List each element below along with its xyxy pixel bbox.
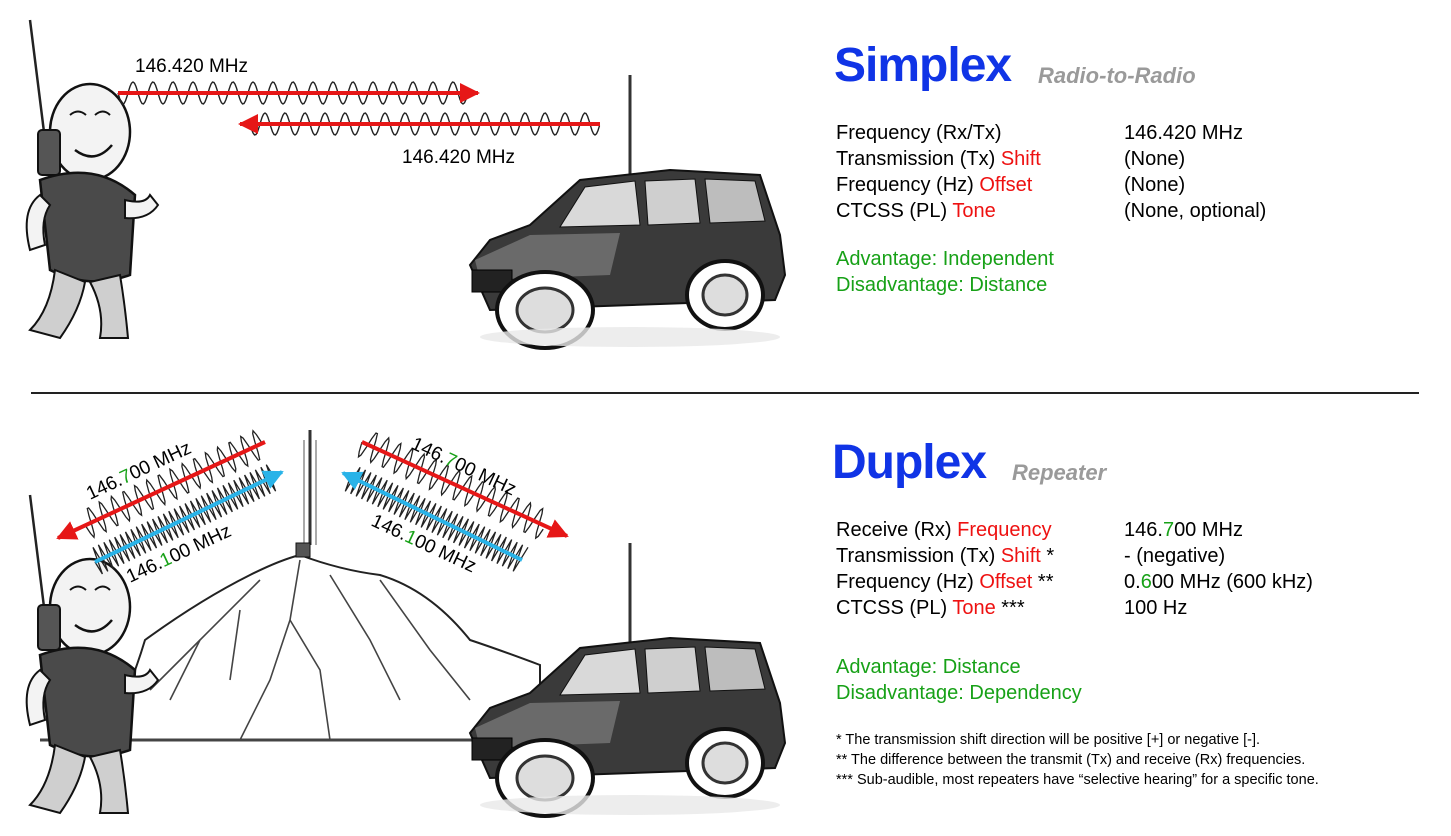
duplex-row: Receive (Rx) Frequency 146.700 MHz xyxy=(836,519,1396,545)
row-value: 146.700 MHz xyxy=(1124,519,1243,541)
arrow-right-blue xyxy=(341,471,523,562)
simplex-title: Simplex xyxy=(834,39,1012,92)
footnote-3: *** Sub-audible, most repeaters have “se… xyxy=(836,772,1319,788)
arrow-left-red xyxy=(56,440,266,540)
footnote-2: ** The difference between the transmit (… xyxy=(836,752,1306,768)
wave-right-blue xyxy=(344,466,529,572)
simplex-row: Frequency (Hz) Offset (None) xyxy=(836,174,1336,200)
simplex-freq-top: 146.420 MHz xyxy=(135,56,248,77)
simplex-advantage: Advantage: Independent xyxy=(836,248,1054,270)
duplex-subtitle: Repeater xyxy=(1012,460,1107,485)
wave-top xyxy=(117,81,470,105)
row-label: CTCSS (PL) Tone xyxy=(836,200,996,222)
row-label: Frequency (Hz) Offset ** xyxy=(836,571,1054,593)
row-label: Frequency (Rx/Tx) xyxy=(836,122,1002,144)
row-value: 146.420 MHz xyxy=(1124,122,1243,144)
row-value: (None, optional) xyxy=(1124,200,1267,222)
mountain-ridges xyxy=(149,559,471,741)
row-label: CTCSS (PL) Tone *** xyxy=(836,597,1025,619)
wave-bottom xyxy=(249,112,601,136)
duplex-row: CTCSS (PL) Tone *** 100 Hz xyxy=(836,597,1396,623)
simplex-subtitle: Radio-to-Radio xyxy=(1038,63,1196,88)
arrow-right-red xyxy=(361,440,569,538)
duplex-row: Transmission (Tx) Shift * - (negative) xyxy=(836,545,1396,571)
row-value: - (negative) xyxy=(1124,545,1226,567)
simplex-row: Frequency (Rx/Tx) 146.420 MHz xyxy=(836,122,1336,148)
row-value: 0.600 MHz (600 kHz) xyxy=(1124,571,1313,593)
arrow-left-blue xyxy=(94,470,284,564)
mountain xyxy=(103,553,541,741)
duplex-disadvantage: Disadvantage: Dependency xyxy=(836,682,1082,704)
row-label: Frequency (Hz) Offset xyxy=(836,174,1033,196)
simplex-disadvantage: Disadvantage: Distance xyxy=(836,274,1048,296)
wave-right-red xyxy=(357,432,544,540)
duplex-row: Frequency (Hz) Offset ** 0.600 MHz (600 … xyxy=(836,571,1396,597)
duplex-advantage: Advantage: Distance xyxy=(836,656,1021,678)
car-top xyxy=(468,73,787,350)
duplex-title: Duplex xyxy=(832,436,987,489)
row-label: Transmission (Tx) Shift xyxy=(836,148,1041,170)
repeater-tower xyxy=(295,430,317,558)
simplex-row: CTCSS (PL) Tone (None, optional) xyxy=(836,200,1336,226)
footnote-1: * The transmission shift direction will … xyxy=(836,732,1261,748)
simplex-freq-bottom: 146.420 MHz xyxy=(402,147,515,168)
row-label: Transmission (Tx) Shift * xyxy=(836,545,1055,567)
label-left-red: 146.700 MHz xyxy=(83,438,194,505)
row-value: 100 Hz xyxy=(1124,597,1188,619)
simplex-row: Transmission (Tx) Shift (None) xyxy=(836,148,1336,174)
row-value: (None) xyxy=(1124,148,1186,170)
row-label: Receive (Rx) Frequency xyxy=(836,519,1052,541)
row-value: (None) xyxy=(1124,174,1186,196)
